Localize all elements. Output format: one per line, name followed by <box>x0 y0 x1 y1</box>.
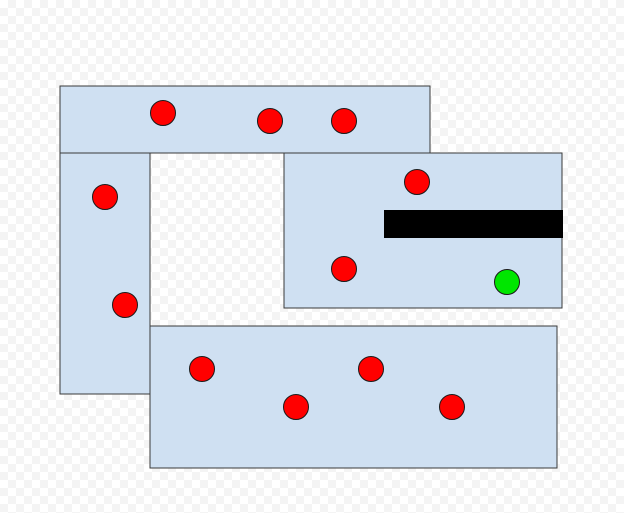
region-bottom-room <box>149 325 558 469</box>
red-dot <box>92 184 118 210</box>
red-dot <box>257 108 283 134</box>
dots-group <box>92 100 520 420</box>
region-top-band <box>59 85 431 154</box>
red-dot <box>189 356 215 382</box>
red-dot <box>112 292 138 318</box>
red-dot <box>150 100 176 126</box>
red-dot <box>358 356 384 382</box>
red-dot <box>331 256 357 282</box>
red-dot <box>283 394 309 420</box>
red-dot <box>331 108 357 134</box>
green-dot <box>494 269 520 295</box>
black-barrier <box>384 210 563 238</box>
regions-group <box>59 85 563 469</box>
red-dot <box>404 169 430 195</box>
red-dot <box>439 394 465 420</box>
